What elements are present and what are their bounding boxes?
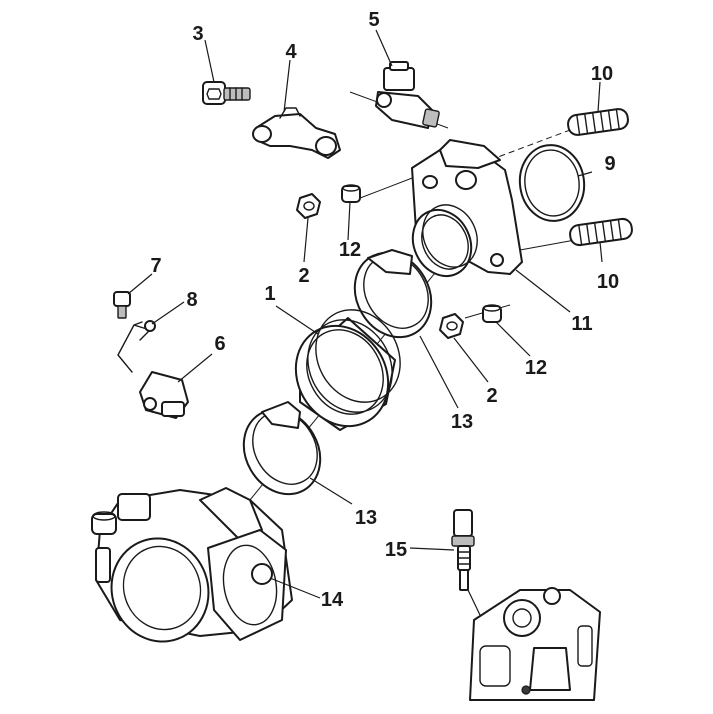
callout-2-upper: 2 [298,265,309,287]
part-10-stud-lower [569,217,633,247]
callout-1: 1 [264,283,275,305]
leader-lines [127,29,603,599]
part-5-fuel-injector [375,61,440,129]
callout-10-lower: 10 [597,271,619,293]
callout-10-upper: 10 [591,63,613,85]
engine-head-section [469,587,601,701]
callout-12-upper: 12 [339,239,361,261]
part-8-clip [117,320,156,373]
callout-13-upper: 13 [451,411,473,433]
callout-6: 6 [214,333,225,355]
part-6-sensor-connector [139,371,189,419]
callout-5: 5 [368,9,379,31]
callout-11: 11 [571,313,592,335]
callout-4: 4 [285,41,297,63]
part-9-o-ring [518,144,586,222]
callout-8: 8 [186,289,197,311]
callout-2-lower: 2 [486,385,497,407]
part-2-nut-upper [296,193,321,219]
part-12-spacer-lower [482,304,502,323]
part-3-bolt [202,81,251,105]
part-7-screw [113,291,131,319]
part-13-hose-clamp-lower [242,401,322,496]
part-14-throttle-body [91,487,293,643]
part-4-sensor-bracket [252,107,341,159]
callout-3: 3 [192,23,203,45]
callout-12-lower: 12 [525,357,547,379]
callout-14: 14 [321,589,344,611]
part-1-rubber-joint [294,309,401,431]
part-10-stud-upper [567,108,629,136]
callout-7: 7 [150,255,161,277]
part-2-nut-lower [439,313,464,339]
part-12-spacer-upper [341,184,361,203]
callout-13-lower: 13 [355,507,377,529]
callout-9: 9 [604,153,615,175]
callout-15: 15 [385,539,407,561]
callout-labels: 3 4 5 10 9 10 11 12 2 12 2 13 13 1 7 8 6… [150,9,619,611]
part-11-intake-manifold [411,139,523,278]
